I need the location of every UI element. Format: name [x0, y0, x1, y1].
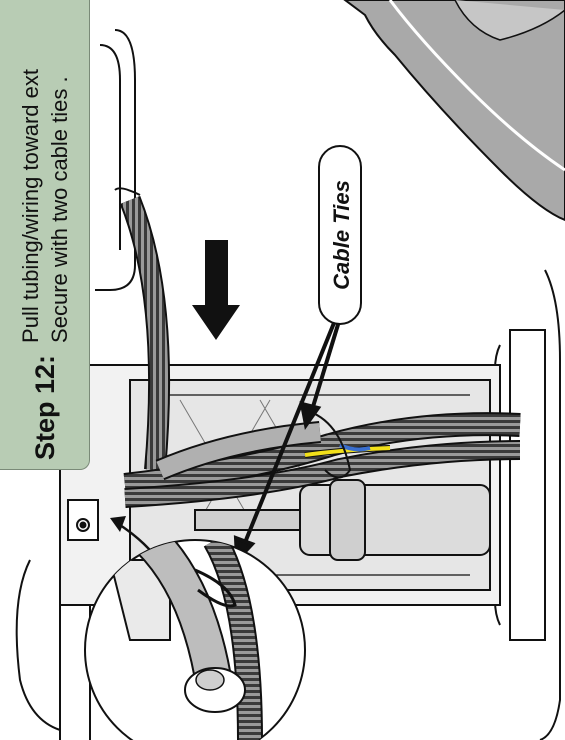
callout-label: Cable Ties	[329, 180, 354, 290]
wiring	[304, 409, 391, 479]
corrugated-tubing	[114, 187, 521, 508]
cable-ties-callout: Cable Ties	[318, 145, 362, 325]
step-number: Step 12:	[29, 354, 60, 460]
step-instruction: Step 12: Pull tubing/wiring toward ext S…	[0, 0, 90, 470]
callout-arrows	[233, 317, 342, 565]
down-arrow-icon	[192, 240, 240, 340]
step-line-1: Pull tubing/wiring toward ext	[18, 69, 43, 343]
machine-base	[494, 269, 561, 740]
step-line-2: Secure with two cable ties .	[47, 76, 72, 343]
detail-zoom-circle	[84, 539, 306, 740]
pump-housing	[343, 0, 565, 222]
step-banner: Step 12: Pull tubing/wiring toward ext S…	[0, 0, 90, 470]
